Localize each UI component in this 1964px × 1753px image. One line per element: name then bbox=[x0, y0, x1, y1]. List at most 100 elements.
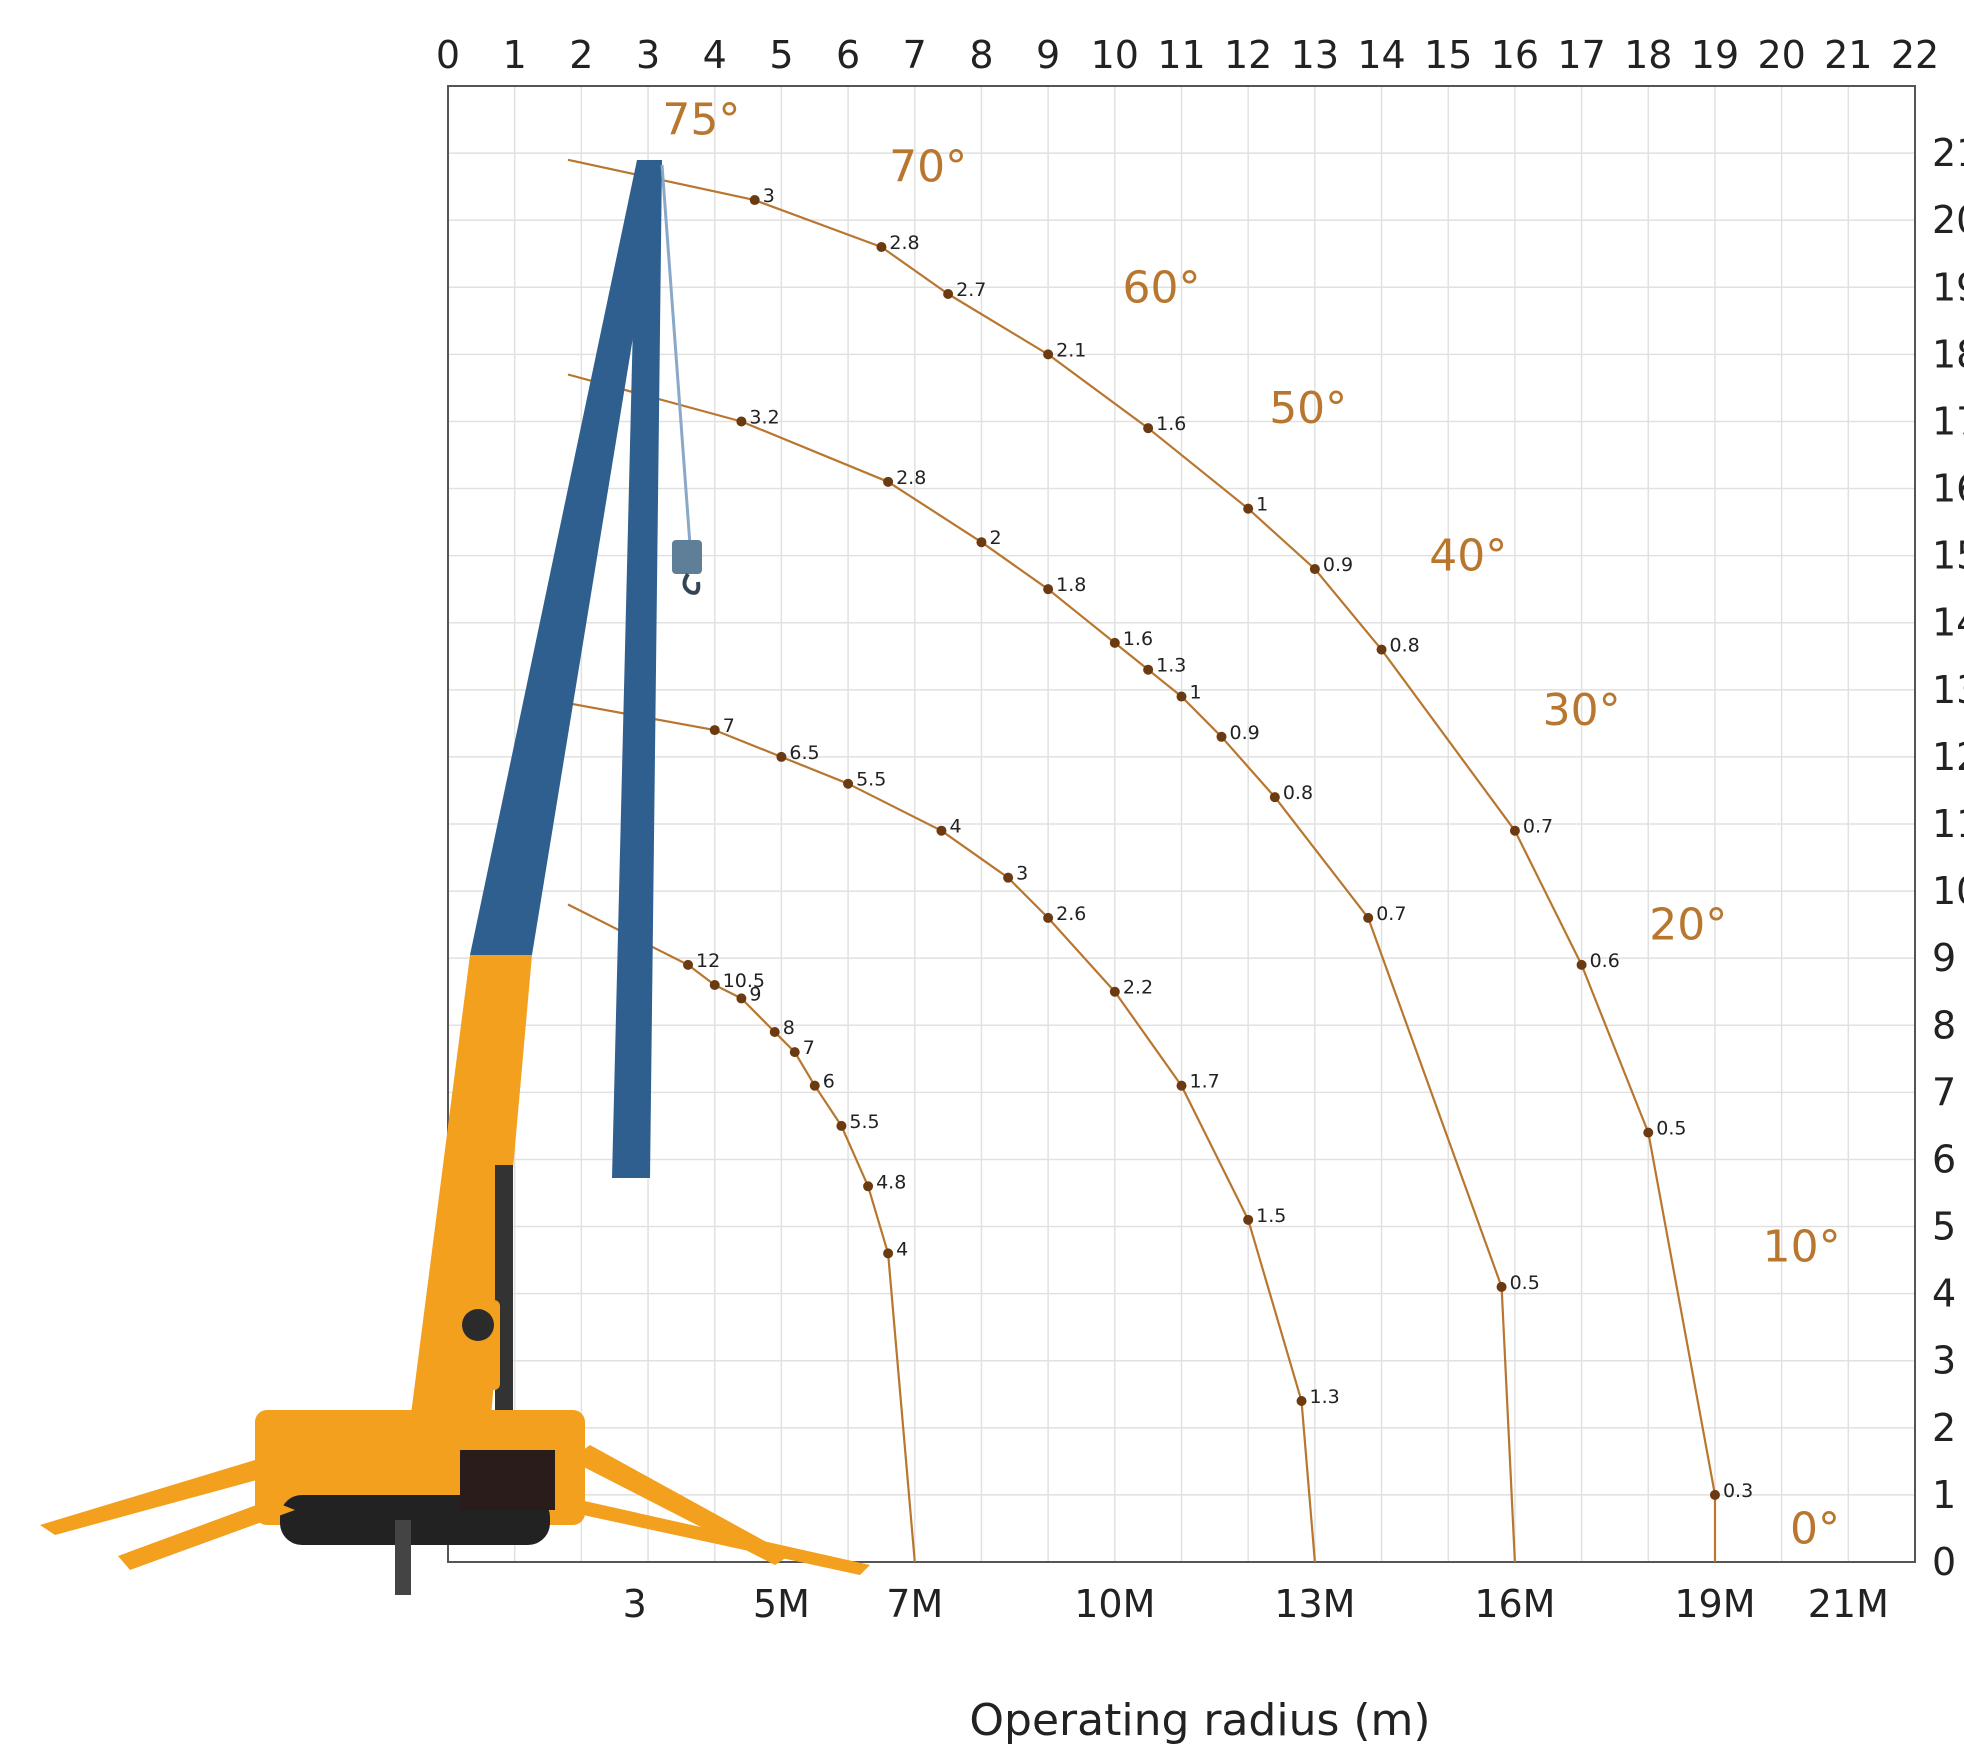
load-point-label: 8 bbox=[783, 1017, 795, 1039]
load-point-label: 0.9 bbox=[1323, 554, 1353, 576]
bottom-axis-label: 10M bbox=[1074, 1582, 1155, 1626]
load-point bbox=[1043, 349, 1054, 360]
load-point-label: 10.5 bbox=[723, 970, 765, 992]
load-point bbox=[843, 778, 854, 789]
load-point-label: 4.8 bbox=[876, 1171, 906, 1193]
load-point bbox=[836, 1120, 847, 1131]
right-tick-label: 9 bbox=[1932, 936, 1956, 980]
load-curve bbox=[567, 158, 1717, 1562]
load-point bbox=[776, 751, 787, 762]
right-tick-label: 5 bbox=[1932, 1205, 1956, 1249]
load-point-label: 1.5 bbox=[1256, 1205, 1286, 1227]
outrigger-leg-center bbox=[395, 1520, 411, 1595]
top-tick-label: 11 bbox=[1157, 33, 1205, 77]
x-axis-title: Operating radius (m) bbox=[969, 1695, 1430, 1746]
load-point-label: 3 bbox=[763, 185, 775, 207]
load-point bbox=[709, 725, 720, 736]
load-point-label: 2.8 bbox=[896, 467, 926, 489]
bottom-axis-label: 21M bbox=[1808, 1582, 1889, 1626]
crane-hook bbox=[682, 572, 701, 595]
load-points: 1210.598765.54.8476.55.5432.62.21.71.51.… bbox=[683, 185, 1753, 1502]
load-point-label: 0.7 bbox=[1523, 816, 1553, 838]
grid bbox=[448, 86, 1915, 1562]
load-point-label: 6.5 bbox=[789, 742, 819, 764]
top-tick-label: 0 bbox=[436, 33, 460, 77]
load-point-label: 1.3 bbox=[1310, 1386, 1340, 1408]
load-point bbox=[883, 476, 894, 487]
load-point bbox=[1176, 691, 1187, 702]
bottom-axis-label: 19M bbox=[1674, 1582, 1755, 1626]
top-tick-label: 17 bbox=[1557, 33, 1605, 77]
load-curve bbox=[567, 702, 1316, 1563]
right-tick-label: 12 bbox=[1932, 735, 1964, 779]
load-point-label: 12 bbox=[696, 950, 720, 972]
load-point-label: 4 bbox=[949, 816, 961, 838]
top-tick-label: 19 bbox=[1691, 33, 1739, 77]
load-point-label: 3 bbox=[1016, 863, 1028, 885]
load-point-label: 1 bbox=[1190, 682, 1202, 704]
bottom-axis-label: 13M bbox=[1274, 1582, 1355, 1626]
angle-labels: 75°70°60°50°40°30°20°10°0° bbox=[662, 95, 1840, 1555]
top-tick-label: 13 bbox=[1291, 33, 1339, 77]
angle-label: 40° bbox=[1429, 531, 1507, 582]
load-point bbox=[809, 1080, 820, 1091]
crane-winch-drum bbox=[462, 1309, 494, 1341]
load-point bbox=[1496, 1281, 1507, 1292]
top-tick-label: 9 bbox=[1036, 33, 1060, 77]
load-point bbox=[1376, 644, 1387, 655]
right-tick-label: 0 bbox=[1932, 1540, 1956, 1584]
load-point bbox=[1709, 1489, 1720, 1500]
load-point bbox=[1643, 1127, 1654, 1138]
right-tick-label: 21 bbox=[1932, 131, 1964, 175]
load-point-label: 5.5 bbox=[849, 1111, 879, 1133]
load-point-label: 3.2 bbox=[749, 406, 779, 428]
top-tick-label: 15 bbox=[1424, 33, 1472, 77]
plot-frame bbox=[447, 85, 1916, 1563]
load-point bbox=[1143, 664, 1154, 675]
top-tick-label: 12 bbox=[1224, 33, 1272, 77]
load-point bbox=[1243, 1214, 1254, 1225]
angle-label: 75° bbox=[662, 95, 740, 146]
load-point-label: 0.5 bbox=[1656, 1118, 1686, 1140]
top-tick-label: 18 bbox=[1624, 33, 1672, 77]
right-tick-label: 20 bbox=[1932, 198, 1964, 242]
load-point bbox=[1509, 825, 1520, 836]
load-point-label: 1.6 bbox=[1156, 413, 1186, 435]
load-point bbox=[789, 1047, 800, 1058]
top-tick-label: 3 bbox=[636, 33, 660, 77]
top-tick-label: 2 bbox=[569, 33, 593, 77]
spider-crane-illustration bbox=[40, 160, 870, 1595]
right-tick-label: 7 bbox=[1932, 1070, 1956, 1114]
load-point bbox=[1109, 986, 1120, 997]
load-point bbox=[1363, 912, 1374, 923]
bottom-axis-label: 7M bbox=[886, 1582, 943, 1626]
load-point-label: 4 bbox=[896, 1238, 908, 1260]
top-tick-label: 22 bbox=[1891, 33, 1939, 77]
crane-boom-mid bbox=[470, 160, 662, 955]
top-tick-label: 5 bbox=[769, 33, 793, 77]
right-tick-label: 8 bbox=[1932, 1003, 1956, 1047]
right-tick-label: 19 bbox=[1932, 265, 1964, 309]
angle-label: 70° bbox=[889, 142, 967, 193]
right-tick-label: 4 bbox=[1932, 1272, 1956, 1316]
load-point-label: 2.2 bbox=[1123, 977, 1153, 999]
top-tick-label: 10 bbox=[1091, 33, 1139, 77]
load-point bbox=[1176, 1080, 1187, 1091]
load-point bbox=[1109, 637, 1120, 648]
right-tick-label: 14 bbox=[1932, 601, 1964, 645]
right-tick-label: 15 bbox=[1932, 534, 1964, 578]
right-tick-label: 17 bbox=[1932, 399, 1964, 443]
top-tick-label: 6 bbox=[836, 33, 860, 77]
right-tick-label: 6 bbox=[1932, 1137, 1956, 1181]
top-tick-label: 16 bbox=[1491, 33, 1539, 77]
load-point bbox=[1003, 872, 1014, 883]
right-tick-label: 1 bbox=[1932, 1473, 1956, 1517]
load-point bbox=[976, 537, 987, 548]
outrigger-left-front bbox=[118, 1500, 295, 1570]
load-point bbox=[1043, 912, 1054, 923]
load-point bbox=[736, 416, 747, 427]
load-point bbox=[1296, 1395, 1307, 1406]
